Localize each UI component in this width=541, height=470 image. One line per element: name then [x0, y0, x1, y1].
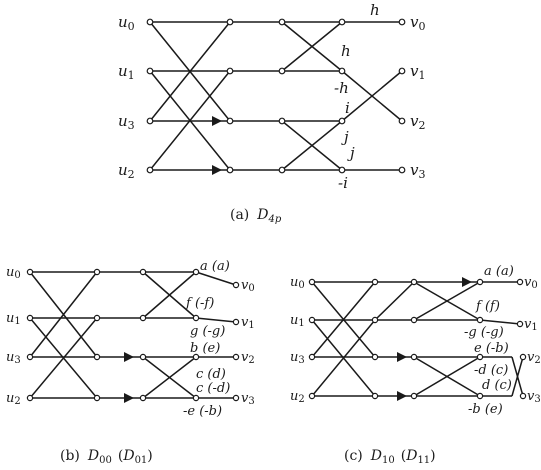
diagram-c: u0 u1 u3 u2 v0 v1 v2 v3 a (a) f (f) -g (…: [290, 264, 541, 466]
coefficient-label: j: [347, 144, 355, 162]
coefficient-label: i: [345, 99, 350, 117]
diagram-a-nodes: [146, 18, 406, 174]
input-label: u0: [118, 13, 135, 33]
arrow-marker: [397, 391, 407, 401]
coefficient-label: b (e): [190, 341, 220, 356]
output-label: v1: [524, 317, 538, 333]
coefficient-label: f (-f): [185, 296, 214, 311]
coefficient-label: e (-b): [474, 341, 509, 356]
coefficient-label: a (a): [200, 259, 230, 274]
output-label: v0: [524, 275, 538, 291]
output-label: v0: [410, 13, 425, 33]
output-label: v2: [527, 350, 541, 366]
coefficient-label: a (a): [484, 264, 514, 279]
coefficient-label: c (d): [196, 367, 226, 382]
output-label: v0: [241, 278, 255, 294]
caption-c: (c)D10(D11): [344, 448, 436, 466]
input-label: u2: [6, 391, 21, 407]
output-label: v3: [241, 391, 255, 407]
arrow-marker: [212, 116, 222, 126]
input-label: u1: [6, 311, 21, 327]
diagram-b-edges: [29, 271, 237, 399]
diagram-b: u0 u1 u3 u2 v0 v1 v2 v3 a (a) f (-f) g (…: [6, 259, 255, 466]
coefficient-label: h: [370, 1, 380, 19]
output-label: v1: [241, 315, 255, 331]
diagram-c-edges: [311, 281, 524, 397]
input-label: u0: [290, 275, 305, 291]
input-label: u3: [118, 112, 135, 132]
input-label: u1: [290, 313, 305, 329]
arrow-marker: [397, 352, 407, 362]
coefficient-label: h: [341, 42, 351, 60]
caption-b: (b)D00(D01): [60, 448, 153, 466]
coefficient-label: f (f): [475, 299, 500, 314]
coefficient-label: d (c): [482, 378, 512, 393]
arrow-marker: [212, 165, 222, 175]
diagram-a: u0 u1 u3 u2 v0 v1 v2 v3 h h -h i j j -i …: [118, 1, 425, 225]
coefficient-label: -b (e): [468, 402, 503, 417]
input-label: u2: [290, 389, 305, 405]
input-label: u3: [6, 350, 21, 366]
arrow-marker: [124, 393, 134, 403]
output-label: v1: [410, 62, 425, 82]
coefficient-label: c (-d): [196, 381, 230, 396]
coefficient-label: g (-g): [190, 324, 225, 339]
coefficient-label: -g (-g): [464, 325, 504, 340]
output-label: v2: [241, 350, 255, 366]
output-label: v3: [410, 161, 425, 181]
coefficient-label: -i: [338, 174, 348, 192]
coefficient-label: -e (-b): [183, 404, 222, 419]
diagram-c-nodes: [308, 278, 527, 400]
arrow-marker: [462, 277, 472, 287]
arrow-marker: [124, 352, 134, 362]
caption-a: (a)D4p: [230, 207, 282, 225]
input-label: u0: [6, 265, 21, 281]
diagram-b-nodes: [26, 268, 240, 402]
input-label: u1: [118, 62, 135, 82]
output-label: v3: [527, 389, 541, 405]
coefficient-label: -h: [334, 79, 349, 97]
input-label: u2: [118, 161, 135, 181]
input-label: u3: [290, 350, 305, 366]
coefficient-label: -d (c): [474, 363, 508, 378]
coefficient-label: j: [341, 128, 349, 146]
diagram-a-edges: [149, 21, 403, 171]
output-label: v2: [410, 112, 425, 132]
